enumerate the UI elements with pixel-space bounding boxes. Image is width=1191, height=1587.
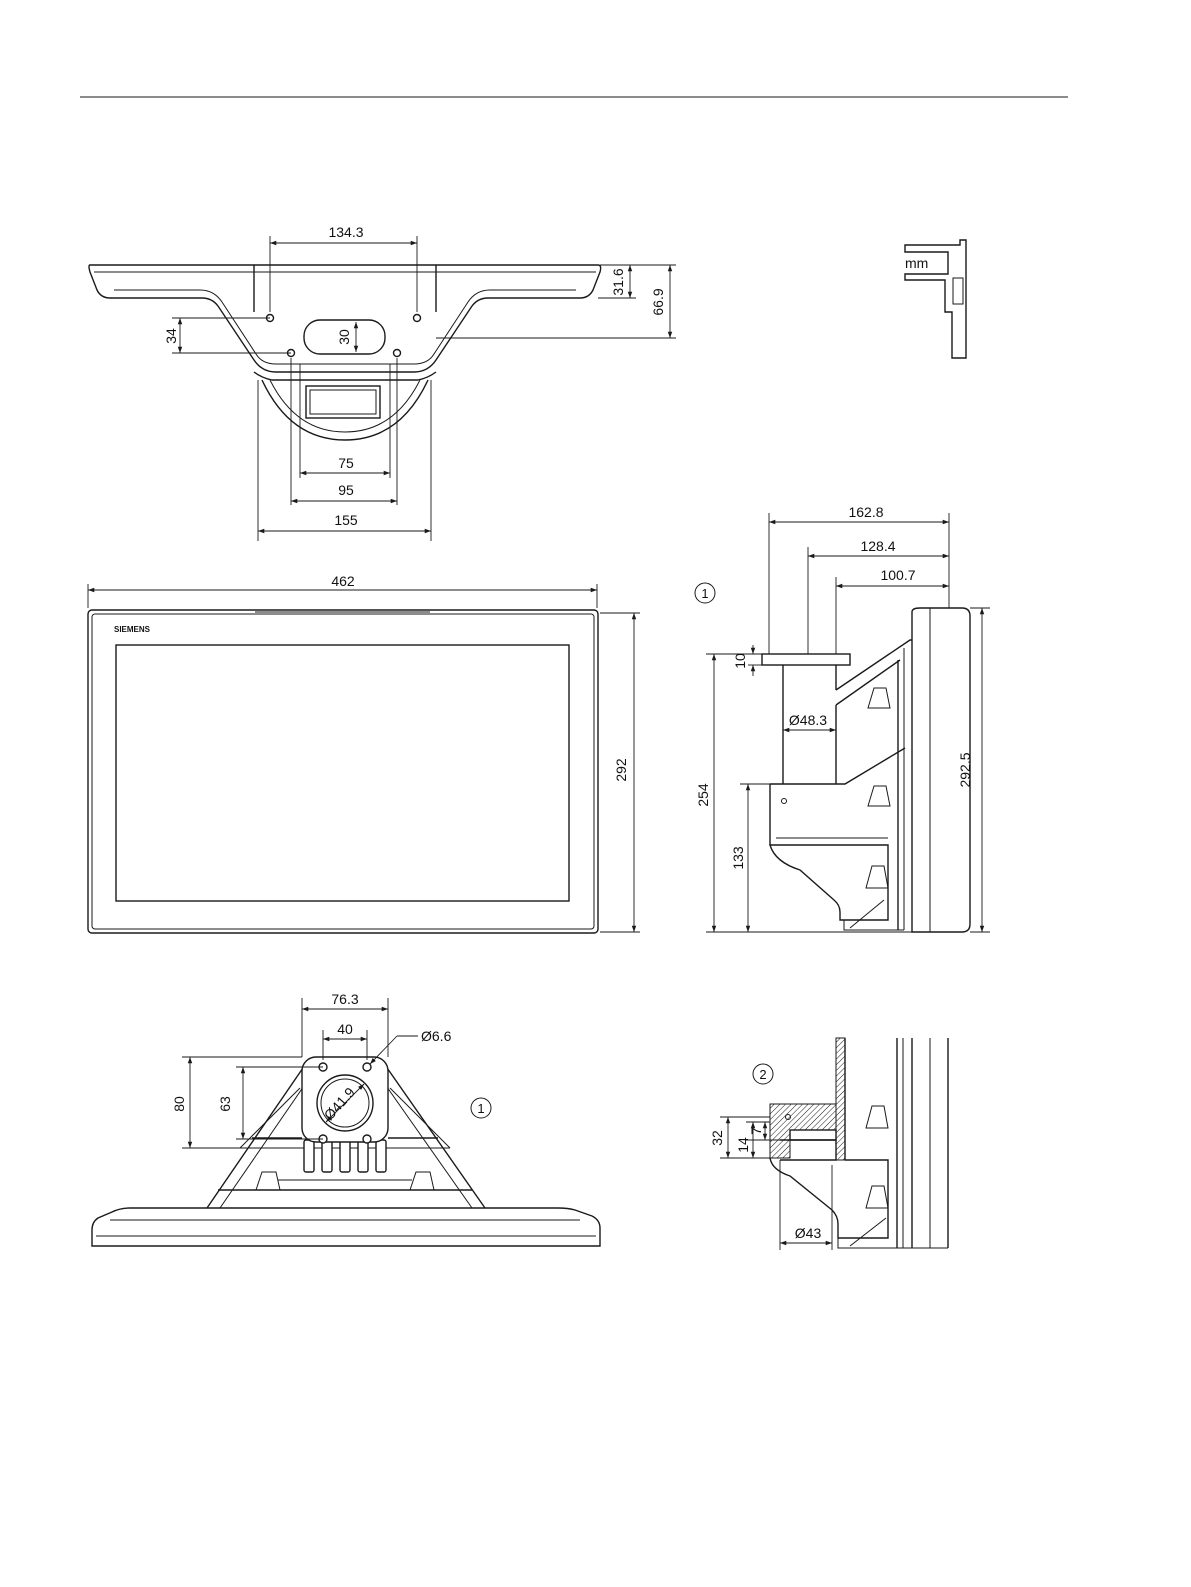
dim-side-tube-offset: 133 xyxy=(730,846,746,870)
mount-hole xyxy=(414,315,421,322)
dim-top-slot-height: 30 xyxy=(336,329,352,345)
dim-side-tube-diameter: Ø48.3 xyxy=(789,712,827,728)
dim-top-hole-pitch: 134.3 xyxy=(328,224,363,240)
dim-detail-height-14: 14 xyxy=(735,1137,751,1153)
dim-side-flange-thickness: 10 xyxy=(732,653,748,669)
dim-side-depth-tube: 128.4 xyxy=(860,538,895,554)
dim-front-width: 462 xyxy=(331,573,355,589)
dim-detail-height-32: 32 xyxy=(709,1130,725,1146)
dim-bottom-flange-height: 80 xyxy=(171,1096,187,1112)
dim-detail-height-7: 7 xyxy=(748,1127,764,1135)
dim-side-depth-flange: 100.7 xyxy=(880,567,915,583)
units-label: mm xyxy=(905,255,928,271)
dim-side-mount-height: 254 xyxy=(695,783,711,807)
dim-top-hole-spacing: 95 xyxy=(338,482,354,498)
dim-top-base-width: 155 xyxy=(334,512,358,528)
dim-bottom-hole-diameter: Ø6.6 xyxy=(421,1028,452,1044)
top-view xyxy=(89,236,676,541)
dim-side-height-total: 292.5 xyxy=(957,752,973,787)
flange-hole xyxy=(363,1063,371,1071)
dim-side-depth-total: 162.8 xyxy=(848,504,883,520)
dim-top-overall-depth: 66.9 xyxy=(650,288,666,315)
dim-top-inner-width: 75 xyxy=(338,455,354,471)
dim-top-hole-offset: 34 xyxy=(163,328,179,344)
dim-bottom-hole-pitch: 40 xyxy=(337,1021,353,1037)
detail-view xyxy=(720,1038,948,1250)
front-view xyxy=(88,584,640,933)
dim-detail-diameter: Ø43 xyxy=(795,1225,822,1241)
dim-front-height: 292 xyxy=(613,758,629,782)
dim-bottom-hole-pitch-vertical: 63 xyxy=(217,1096,233,1112)
mount-hole xyxy=(394,350,401,357)
dim-bottom-flange-width: 76.3 xyxy=(331,991,358,1007)
flange-hole xyxy=(363,1135,371,1143)
callout-number: 1 xyxy=(701,586,708,601)
callout-number: 1 xyxy=(477,1101,484,1116)
dim-top-flange-depth: 31.6 xyxy=(610,268,626,295)
callout-number: 2 xyxy=(759,1067,766,1082)
brand-logo: SIEMENS xyxy=(114,625,151,634)
display-screen xyxy=(116,645,569,901)
